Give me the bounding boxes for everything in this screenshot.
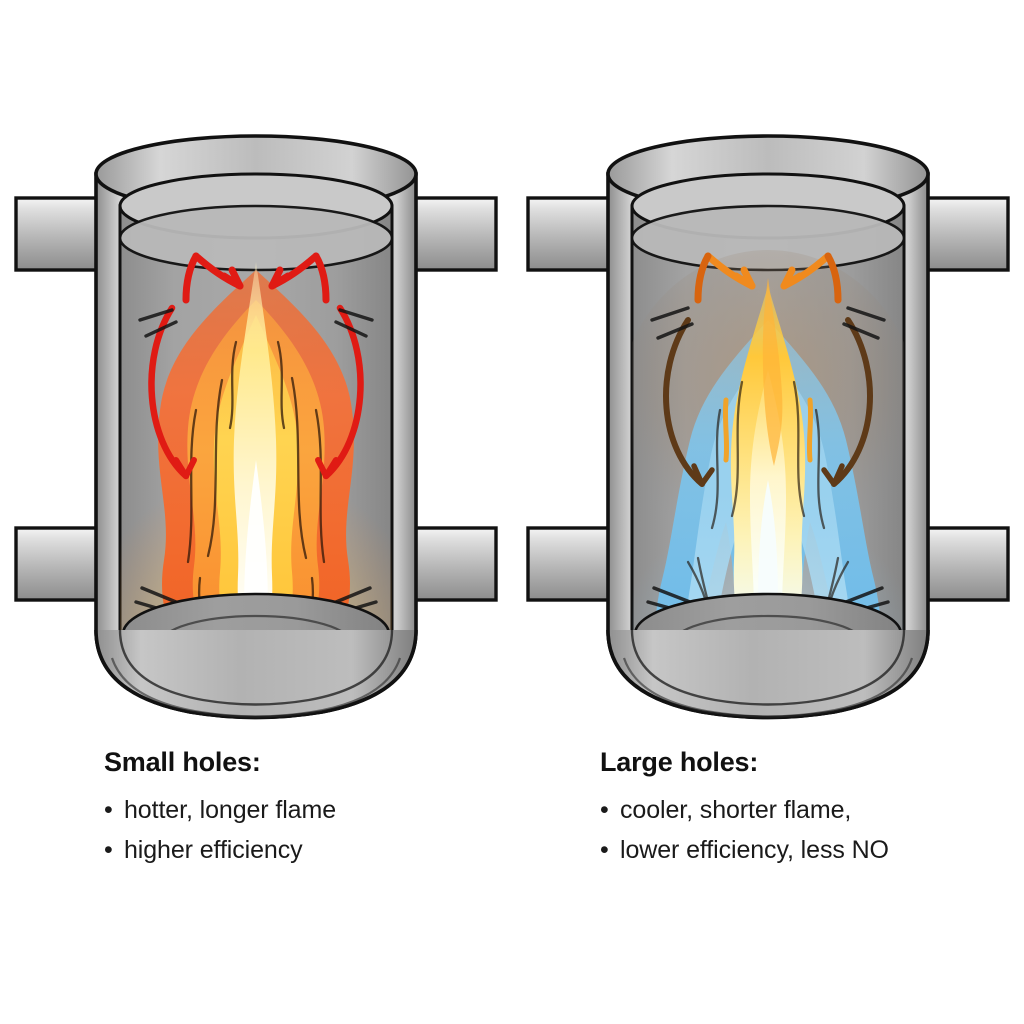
bullet-text: cooler, shorter flame, xyxy=(620,795,852,824)
list-item: • lower efficiency, less NO xyxy=(600,830,1024,871)
list-item: • hotter, longer flame xyxy=(104,790,544,831)
bullet-marker: • xyxy=(600,795,609,824)
illustration-small-holes xyxy=(0,110,512,730)
bullet-list-large-holes: • cooler, shorter flame, • lower efficie… xyxy=(600,790,1024,871)
chamber-base xyxy=(94,629,418,720)
caption-large-holes: Large holes: • cooler, shorter flame, • … xyxy=(600,747,1024,871)
bullet-marker: • xyxy=(104,836,113,865)
bullet-marker: • xyxy=(104,795,113,824)
panel-large-holes: Large holes: • cooler, shorter flame, • … xyxy=(512,0,1024,1024)
bullet-list-small-holes: • hotter, longer flame • higher efficien… xyxy=(104,790,544,871)
bullet-text: lower efficiency, less NO xyxy=(620,836,889,865)
bullet-text: hotter, longer flame xyxy=(124,795,337,824)
bullet-text: higher efficiency xyxy=(124,836,303,865)
caption-title-large-holes: Large holes: xyxy=(600,747,759,777)
list-item: • higher efficiency xyxy=(104,830,544,871)
illustration-large-holes xyxy=(512,110,1024,730)
panel-small-holes: Small holes: • hotter, longer flame • hi… xyxy=(0,110,512,864)
caption-title-small-holes: Small holes: xyxy=(104,747,261,777)
chamber-base xyxy=(606,629,930,720)
caption-small-holes: Small holes: • hotter, longer flame • hi… xyxy=(104,747,544,871)
bullet-marker: • xyxy=(600,836,609,865)
list-item: • cooler, shorter flame, xyxy=(600,790,1024,831)
